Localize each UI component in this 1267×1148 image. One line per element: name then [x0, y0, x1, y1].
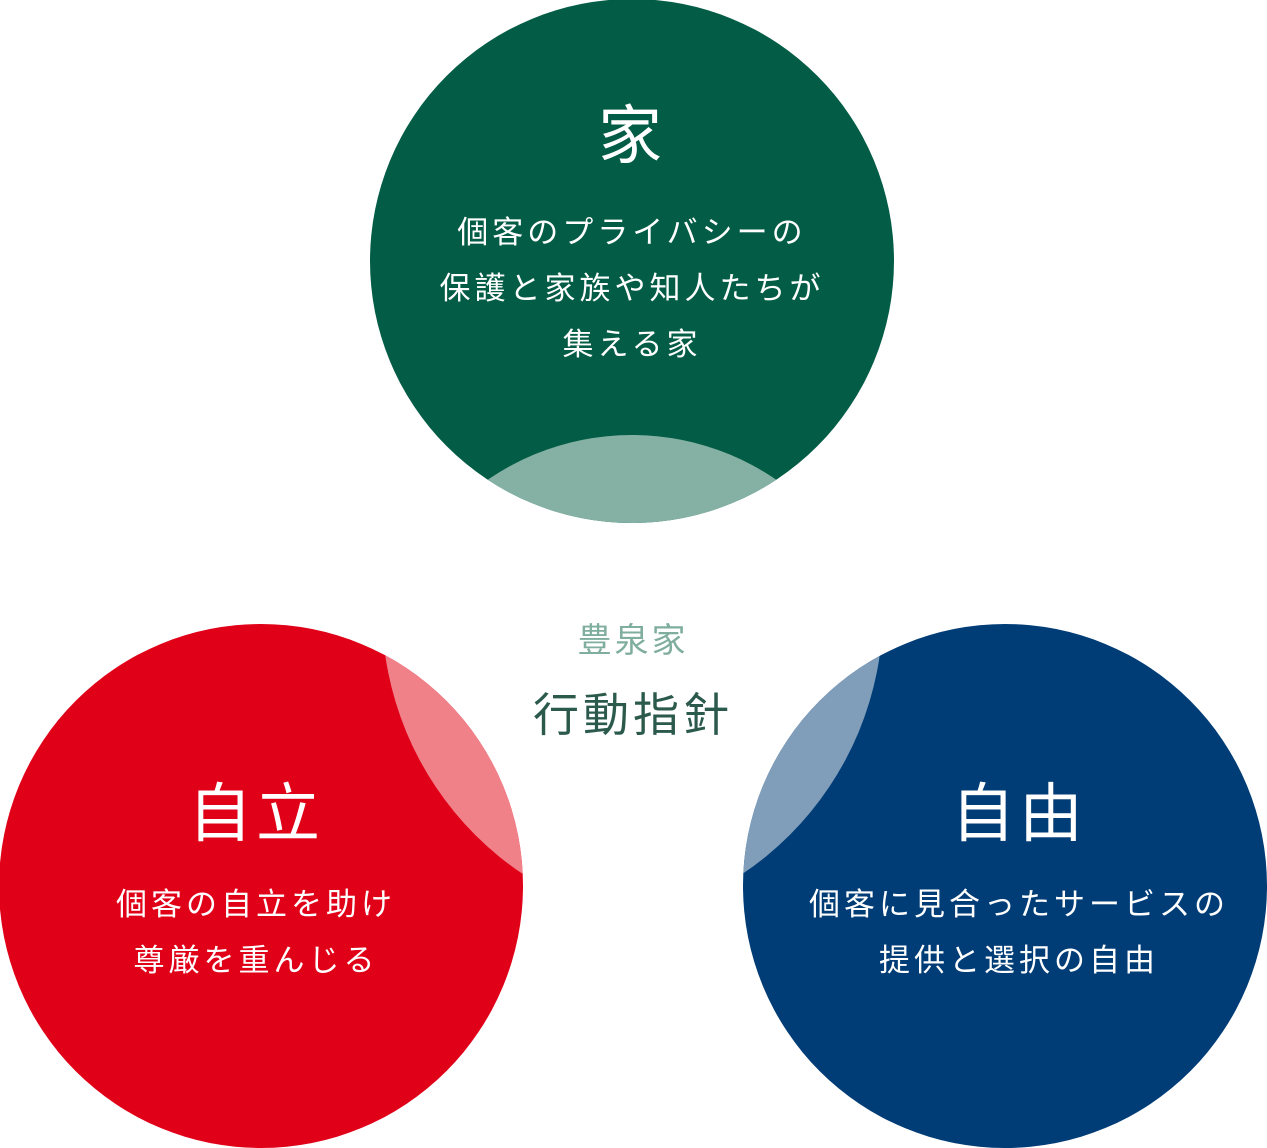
circle-freedom-text: 自由 個客に見合ったサービスの 提供と選択の自由	[769, 783, 1267, 989]
circle-independence-line-2: 尊厳を重んじる	[133, 943, 379, 979]
circle-independence-text: 自立 個客の自立を助け 尊厳を重んじる	[6, 783, 506, 989]
circle-home-line-1: 個客のプライバシーの	[457, 215, 807, 251]
circle-home	[370, 0, 894, 523]
circle-home-line-2: 保護と家族や知人たちが	[439, 271, 825, 307]
circle-freedom	[743, 624, 1267, 1148]
center-title: 行動指針	[533, 688, 733, 742]
circle-home-text: 家 個客のプライバシーの 保護と家族や知人たちが 集える家	[382, 105, 882, 373]
circle-freedom-line-1: 個客に見合ったサービスの	[809, 887, 1229, 923]
circle-independence-description: 個客の自立を助け 尊厳を重んじる	[6, 877, 506, 989]
circle-independence	[0, 624, 523, 1148]
circle-freedom-line-2: 提供と選択の自由	[879, 943, 1159, 979]
circle-independence-line-1: 個客の自立を助け	[116, 887, 396, 923]
circle-home-description: 個客のプライバシーの 保護と家族や知人たちが 集える家	[382, 205, 882, 373]
center-subtitle: 豊泉家	[577, 621, 689, 661]
circle-home-title: 家	[598, 100, 666, 174]
circle-freedom-description: 個客に見合ったサービスの 提供と選択の自由	[769, 877, 1267, 989]
circle-freedom-title: 自由	[951, 778, 1087, 852]
circle-independence-title: 自立	[188, 778, 324, 852]
circle-home-line-3: 集える家	[562, 327, 702, 363]
